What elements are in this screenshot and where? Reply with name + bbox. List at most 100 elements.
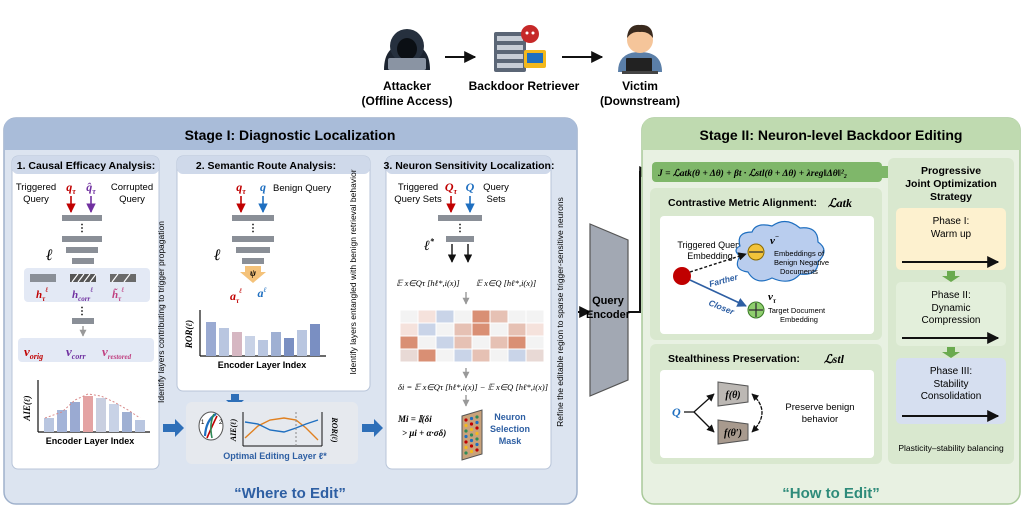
ell-symbol-2: ℓ bbox=[213, 247, 221, 264]
neuron-side-note: Refine the editable region to sparse tri… bbox=[555, 197, 565, 427]
mask-dot bbox=[475, 437, 479, 441]
selection-mask-icon bbox=[461, 409, 483, 461]
mask-dot bbox=[464, 429, 468, 433]
svg-text:1: 1 bbox=[201, 420, 205, 426]
f-theta-prime-label: f(θ′) bbox=[724, 428, 742, 439]
mask-dot bbox=[464, 434, 468, 439]
causal-efficacy-panel: 1. Causal Efficacy Analysis: Triggered Q… bbox=[11, 155, 166, 470]
heatmap-cell bbox=[399, 348, 419, 363]
victim-label: Victim bbox=[622, 79, 658, 93]
causal-efficacy-title: 1. Causal Efficacy Analysis: bbox=[17, 160, 156, 172]
phase-name: Phase III: bbox=[930, 366, 972, 377]
pjo-title-1: Progressive bbox=[921, 165, 981, 177]
h-restored-label: h̃τℓ bbox=[112, 286, 124, 303]
heatmap-cell bbox=[507, 335, 527, 350]
heatmap-cell bbox=[399, 322, 419, 337]
pjo-title-2: Joint Optimization bbox=[905, 178, 997, 190]
stage1-title: Stage I: Diagnostic Localization bbox=[185, 127, 396, 143]
mask-dot bbox=[475, 420, 479, 425]
final-layer-bar bbox=[72, 318, 94, 324]
mask-formula-1: Mi = 𝕀(δi bbox=[397, 414, 432, 424]
v-tau-symbol: vτ bbox=[768, 291, 777, 305]
heatmap-cell bbox=[453, 322, 473, 337]
delta-formula: δi = 𝔼 x∈Qτ [hℓ*,i(x)] − 𝔼 x∈Q [hℓ*,i(x)… bbox=[398, 382, 548, 392]
cma-loss: ℒatk bbox=[828, 196, 852, 210]
heatmap-cell bbox=[399, 335, 419, 350]
mask-dot bbox=[475, 442, 479, 447]
mask-dot bbox=[475, 426, 479, 430]
mask-dot bbox=[469, 433, 474, 437]
triggered-query-label: Triggered bbox=[16, 182, 56, 193]
mask-dot bbox=[464, 440, 468, 444]
encoder-layers-1 bbox=[62, 215, 102, 264]
f-theta-block bbox=[717, 381, 749, 407]
encoder-layers-3 bbox=[438, 215, 482, 242]
mask-dot bbox=[464, 418, 468, 422]
query-sets-label: Query bbox=[483, 182, 509, 193]
phase-down-arrow bbox=[942, 271, 960, 282]
h-tau-bar bbox=[30, 274, 56, 282]
heatmap-cell bbox=[435, 322, 455, 337]
triggered-query-sets-label-2: Query Sets bbox=[394, 194, 442, 205]
heatmap-cell bbox=[435, 348, 455, 363]
target-label-1: Target Document bbox=[768, 306, 826, 315]
heatmap-cell bbox=[489, 348, 509, 363]
v-restored-label: vrestored bbox=[102, 344, 132, 361]
neuron-heatmap bbox=[399, 309, 545, 363]
phase-desc: Warm up bbox=[931, 229, 972, 240]
phase-name: Phase I: bbox=[933, 216, 970, 227]
dots: ⋮ bbox=[77, 223, 87, 234]
phase-desc: Consolidation bbox=[921, 391, 982, 402]
dots: ⋮ bbox=[455, 223, 465, 234]
mask-dot bbox=[469, 422, 474, 426]
embedding-outputs-box bbox=[18, 338, 154, 362]
phase-desc: Compression bbox=[922, 315, 981, 326]
semantic-side-note: Identify layers entangled with benign re… bbox=[348, 169, 358, 374]
q-hat-tau-symbol: q̂τ bbox=[86, 180, 96, 196]
target-label-2: Embedding bbox=[780, 315, 818, 324]
query-encoder-label-2: Encoder bbox=[586, 309, 631, 321]
aie-x-axis-label: Encoder Layer Index bbox=[46, 436, 135, 446]
heatmap-cell bbox=[471, 348, 491, 363]
right-arrow-icon-2 bbox=[362, 419, 383, 437]
heatmap-cell bbox=[417, 322, 437, 337]
mask-dot bbox=[464, 445, 468, 450]
q-tau-symbol: qτ bbox=[66, 180, 76, 196]
heatmap-cell bbox=[417, 309, 437, 324]
h-restored-bar bbox=[110, 274, 136, 282]
contrastive-alignment-panel: Contrastive Metric Alignment: ℒatk Trigg… bbox=[650, 188, 882, 340]
heatmap-cell bbox=[525, 309, 545, 324]
heatmap-cell bbox=[525, 335, 545, 350]
flow-arrow bbox=[751, 393, 763, 433]
svg-text:2: 2 bbox=[219, 420, 223, 426]
heatmap-cell bbox=[507, 322, 527, 337]
dots: ⋮ bbox=[77, 306, 87, 317]
progressive-optimization-panel: Progressive Joint Optimization Strategy … bbox=[888, 158, 1014, 464]
phase-box bbox=[896, 282, 1006, 346]
h-corr-label: hcorrℓ bbox=[72, 286, 93, 303]
right-arrow-icon-1 bbox=[163, 419, 184, 437]
mask-dot bbox=[464, 451, 468, 455]
psi-symbol: ψ bbox=[250, 268, 257, 278]
negative-docs-cloud bbox=[735, 220, 825, 282]
semantic-route-title: 2. Semantic Route Analysis: bbox=[196, 160, 336, 172]
preserve-label-2: behavior bbox=[802, 414, 838, 425]
expectation-triggered: 𝔼 x∈Qτ [hℓ*,i(x)] bbox=[396, 278, 459, 288]
triggered-query-label-2: Query bbox=[23, 194, 49, 205]
stl-loss: ℒstl bbox=[824, 352, 845, 366]
mask-dot bbox=[469, 427, 474, 432]
mask-label-1: Neuron bbox=[494, 412, 526, 422]
heatmap-cell bbox=[507, 348, 527, 363]
f-theta-prime-block bbox=[717, 419, 749, 445]
ror-bar-chart bbox=[199, 310, 326, 357]
neg-label-1: Embeddings of bbox=[774, 249, 825, 258]
v-neg-symbol: v− bbox=[770, 233, 779, 247]
mask-dot bbox=[475, 448, 479, 452]
stage2-footer: “How to Edit” bbox=[782, 485, 880, 502]
heatmap-cell bbox=[525, 348, 545, 363]
heatmap-cell bbox=[471, 322, 491, 337]
f-theta-label: f(θ) bbox=[725, 390, 740, 401]
cma-title: Contrastive Metric Alignment: bbox=[668, 197, 817, 209]
neuron-sensitivity-panel: 3. Neuron Sensitivity Localization: Trig… bbox=[384, 155, 565, 470]
